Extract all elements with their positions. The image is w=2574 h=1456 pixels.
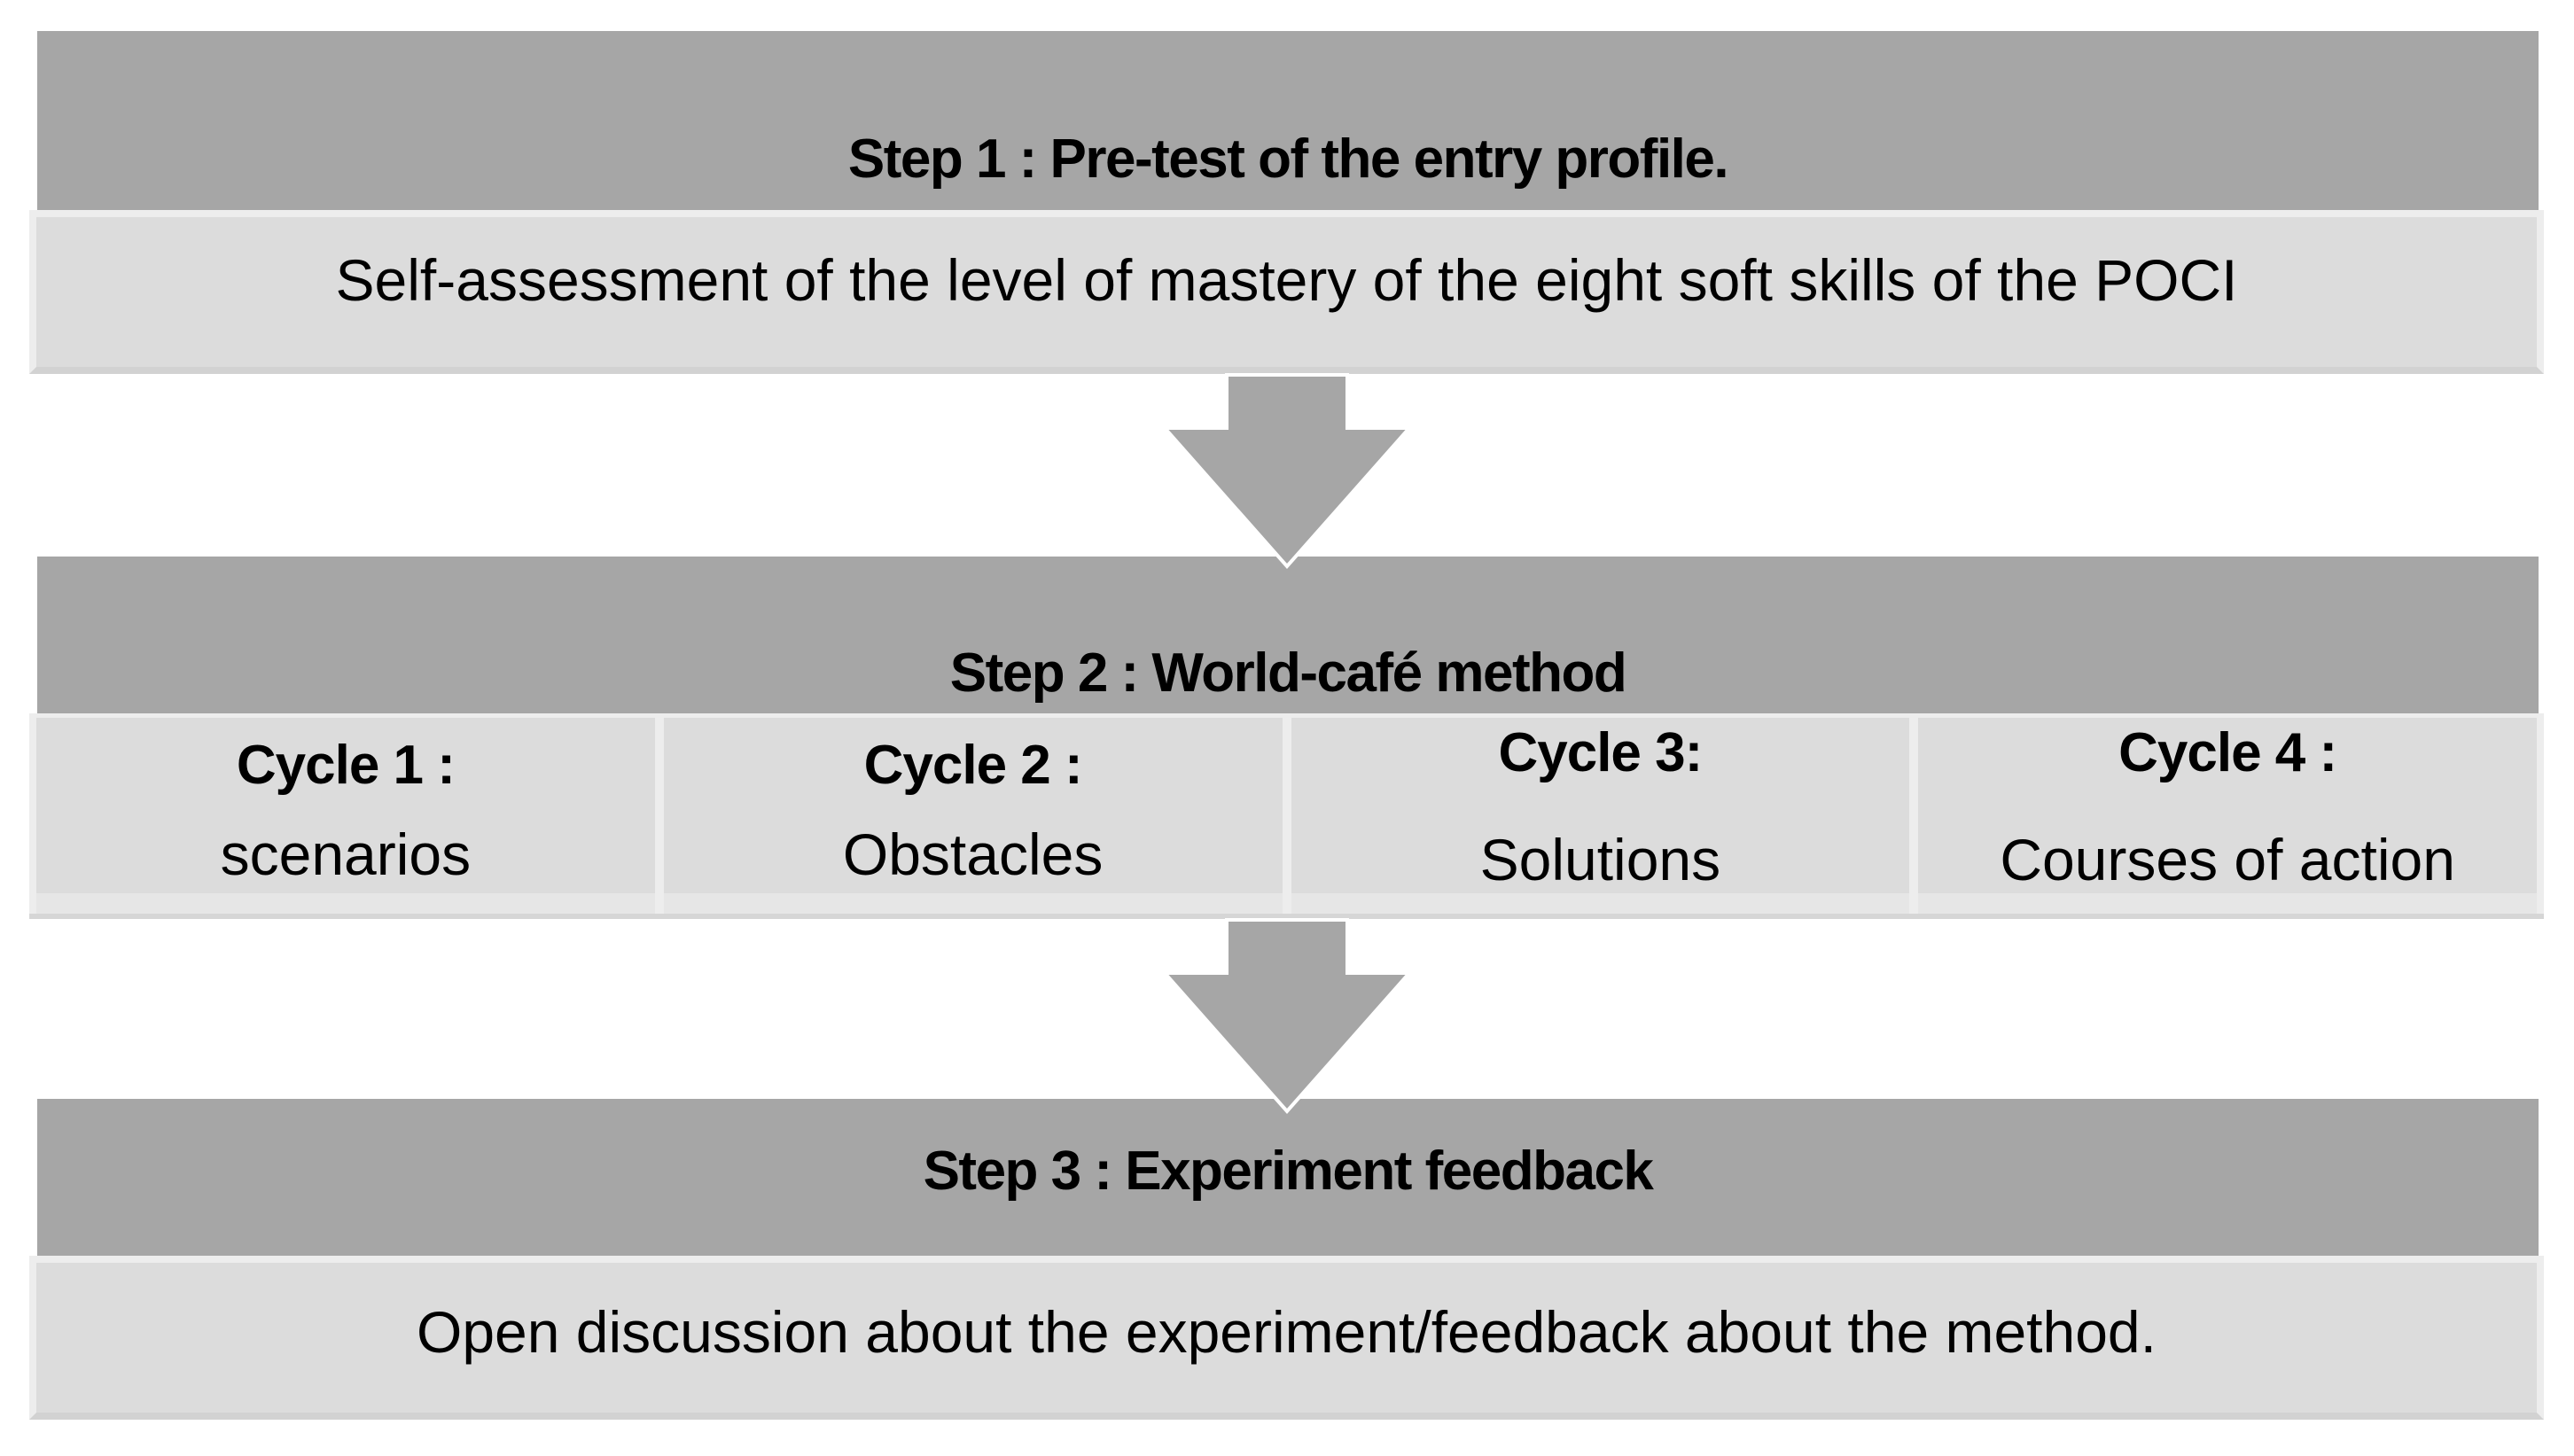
cycle1-cell: Cycle 1 : scenarios [36,718,655,893]
cycle4-title: Cycle 4 : [2118,722,2337,783]
step1-body-text: Self-assessment of the level of mastery … [335,247,2238,314]
cycle2-subtitle: Obstacles [842,821,1104,887]
cycle2-title: Cycle 2 : [863,735,1083,796]
cycle3-subtitle: Solutions [1479,827,1721,892]
strip-cell [36,893,655,914]
strip-cell [1291,893,1910,914]
down-arrow-icon [1163,918,1411,1115]
step3-body: Open discussion about the experiment/fee… [29,1256,2544,1420]
step3-title: Step 3 : Experiment feedback [923,1140,1654,1202]
step3-body-text: Open discussion about the experiment/fee… [417,1299,2157,1366]
strip-cell [1918,893,2537,914]
step1-header: Step 1 : Pre-test of the entry profile. [37,31,2539,210]
step1-body: Self-assessment of the level of mastery … [29,210,2544,374]
step2-header: Step 2 : World-café method [37,557,2539,713]
cycle4-cell: Cycle 4 : Courses of action [1918,718,2537,893]
step1-title: Step 1 : Pre-test of the entry profile. [847,128,1729,190]
cycle3-cell: Cycle 3: Solutions [1291,718,1910,893]
step2-bottom-strip [29,893,2544,919]
step2-cycles-row: Cycle 1 : scenarios Cycle 2 : Obstacles … [29,713,2544,893]
down-arrow-icon [1163,373,1411,570]
step2-title: Step 2 : World-café method [949,642,1627,704]
cycle3-title: Cycle 3: [1498,722,1703,783]
step3-header: Step 3 : Experiment feedback [37,1099,2539,1256]
cycle1-subtitle: scenarios [220,821,472,887]
cycle2-cell: Cycle 2 : Obstacles [663,718,1283,893]
cycle1-title: Cycle 1 : [236,735,456,796]
strip-cell [663,893,1283,914]
cycle4-subtitle: Courses of action [2000,827,2455,892]
